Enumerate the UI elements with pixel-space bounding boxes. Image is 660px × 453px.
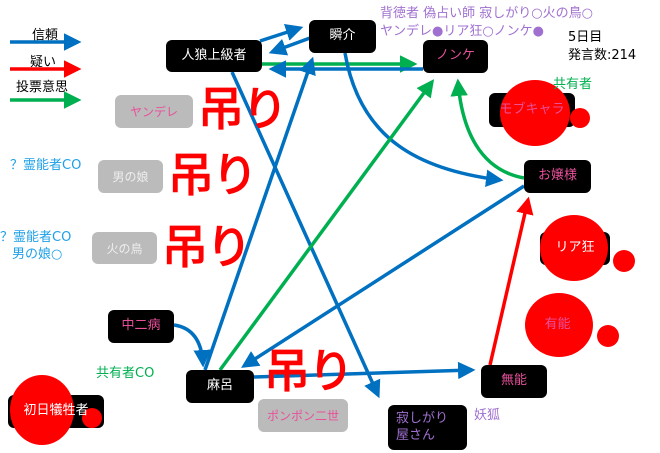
node-riakyo[interactable]: リア狂	[555, 240, 595, 256]
roles-line-2: ヤンデレ●リア狂○ノンケ●	[380, 24, 545, 39]
trust-arrow	[268, 36, 311, 56]
blood-splatter	[540, 215, 608, 281]
blood-splatter	[82, 408, 102, 428]
node-maro[interactable]: 麻呂	[186, 370, 254, 403]
legend-doubt-label: 疑い	[30, 55, 57, 70]
node-ojousama[interactable]: お嬢様	[524, 160, 591, 193]
hanged-stamp: 吊り	[264, 344, 354, 398]
blood-splatter	[525, 293, 593, 357]
fox-note: 妖狐	[474, 408, 501, 423]
hanged-stamp: 吊り	[168, 148, 258, 202]
hanged-stamp: 吊り	[198, 82, 288, 136]
node-munou[interactable]: 無能	[481, 365, 547, 398]
legend-trust-label: 信頼	[32, 28, 59, 43]
trust-arrow	[230, 71, 381, 399]
trust-arrow	[173, 323, 211, 368]
trust-arrow	[343, 52, 504, 187]
node-yunou[interactable]: 有能	[544, 316, 571, 332]
otokonoko-note: 男の娘○	[12, 247, 63, 262]
trust-arrow	[253, 361, 476, 380]
medium-note-2: ？霊能者CO	[0, 230, 72, 245]
blood-splatter	[597, 325, 619, 347]
blood-splatter	[613, 250, 635, 272]
node-first-victim[interactable]: 初日犠牲者	[23, 403, 89, 419]
blood-splatter	[500, 80, 570, 146]
hanged-pon[interactable]: ポンポン二世	[258, 399, 348, 432]
node-sabishigari[interactable]: 寂しがり 屋さん	[388, 405, 467, 450]
chuni-note: 共有者CO	[96, 366, 155, 381]
legend-vote-label: 投票意思	[16, 80, 69, 95]
trust-arrow	[259, 24, 304, 43]
trust-arrow	[203, 56, 316, 371]
post-count: 発言数:214	[568, 48, 637, 63]
hanged-otokonoko[interactable]: 男の娘	[98, 160, 163, 193]
node-shunsuke[interactable]: 瞬介	[309, 20, 376, 53]
trust-arrow	[241, 184, 525, 368]
doubt-arrow	[488, 196, 534, 366]
medium-note-1: ？霊能者CO	[10, 158, 82, 173]
vote-arrow	[450, 78, 525, 180]
mob-note: 共有者	[553, 77, 593, 92]
blood-splatter	[10, 375, 74, 445]
node-werewolf-senior[interactable]: 人狼上級者	[166, 40, 262, 72]
roles-line-1: 背徳者 偽占い師 寂しがり○火の鳥○	[380, 6, 593, 21]
day-counter: 5日目	[568, 30, 603, 45]
blood-splatter	[570, 108, 590, 128]
vote-arrow	[218, 79, 435, 372]
node-mob[interactable]: モブキャラ	[499, 101, 565, 117]
hanged-stamp: 吊り	[162, 220, 252, 274]
hanged-yandere[interactable]: ヤンデレ	[115, 95, 193, 128]
node-nonke[interactable]: ノンケ	[423, 40, 488, 73]
node-chuni[interactable]: 中二病	[108, 310, 174, 343]
hanged-hinotori[interactable]: 火の鳥	[92, 232, 157, 264]
